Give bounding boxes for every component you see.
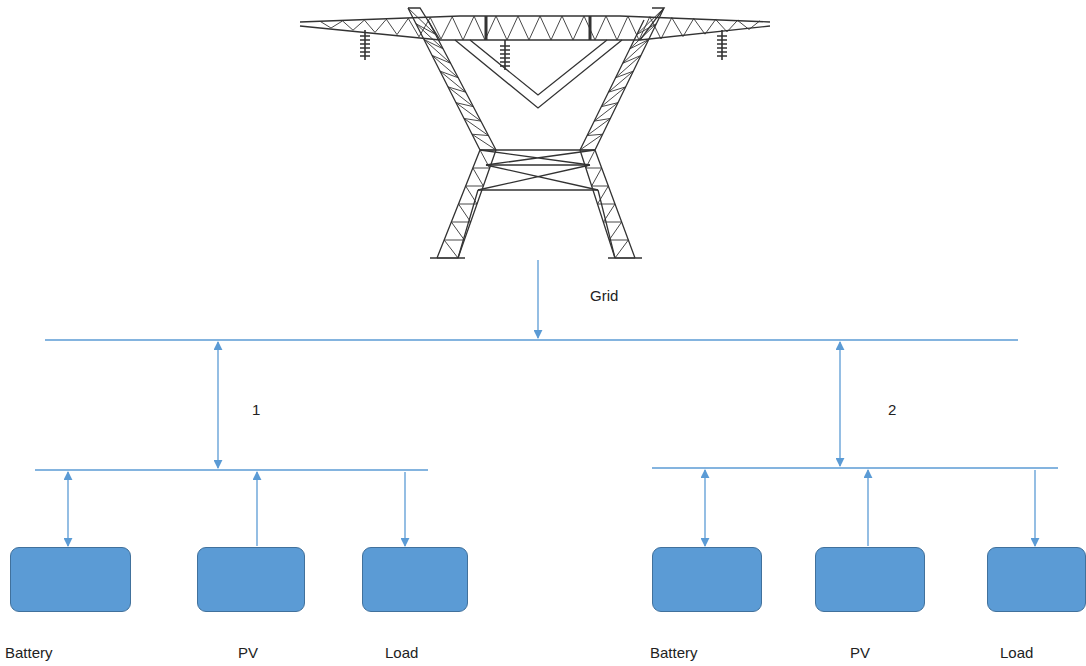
- feeder-number: 1: [252, 401, 260, 419]
- pv-arrow: [256, 472, 257, 546]
- box-shape: [815, 547, 925, 612]
- grid-label: Grid: [590, 287, 618, 305]
- pv-arrow: [867, 470, 868, 546]
- component-label: Load: [1000, 644, 1033, 662]
- component-box: Battery: [10, 547, 131, 612]
- component-box: Load: [987, 547, 1086, 612]
- component-box: PV: [197, 547, 305, 612]
- grid-feed-arrow: [537, 260, 538, 338]
- component-label: PV: [238, 644, 258, 662]
- component-label: Battery: [650, 644, 698, 662]
- feeder-arrow: [839, 342, 840, 466]
- sub-bus: [652, 467, 1058, 468]
- component-box: PV: [815, 547, 925, 612]
- component-label: Load: [385, 644, 418, 662]
- component-box: Load: [362, 547, 468, 612]
- box-shape: [362, 547, 468, 612]
- sub-bus: [35, 469, 428, 470]
- box-shape: [10, 547, 131, 612]
- component-label: Battery: [5, 644, 53, 662]
- box-shape: [197, 547, 305, 612]
- box-shape: [987, 547, 1086, 612]
- component-label: PV: [850, 644, 870, 662]
- box-shape: [652, 547, 762, 612]
- battery-arrow: [704, 470, 705, 546]
- component-box: Battery: [652, 547, 762, 612]
- transmission-tower: [300, 8, 770, 258]
- main-bus: [45, 339, 1018, 340]
- feeder-arrow: [217, 342, 218, 468]
- load-arrow: [404, 472, 405, 546]
- battery-arrow: [67, 472, 68, 546]
- feeder-number: 2: [888, 401, 896, 419]
- load-arrow: [1034, 470, 1035, 546]
